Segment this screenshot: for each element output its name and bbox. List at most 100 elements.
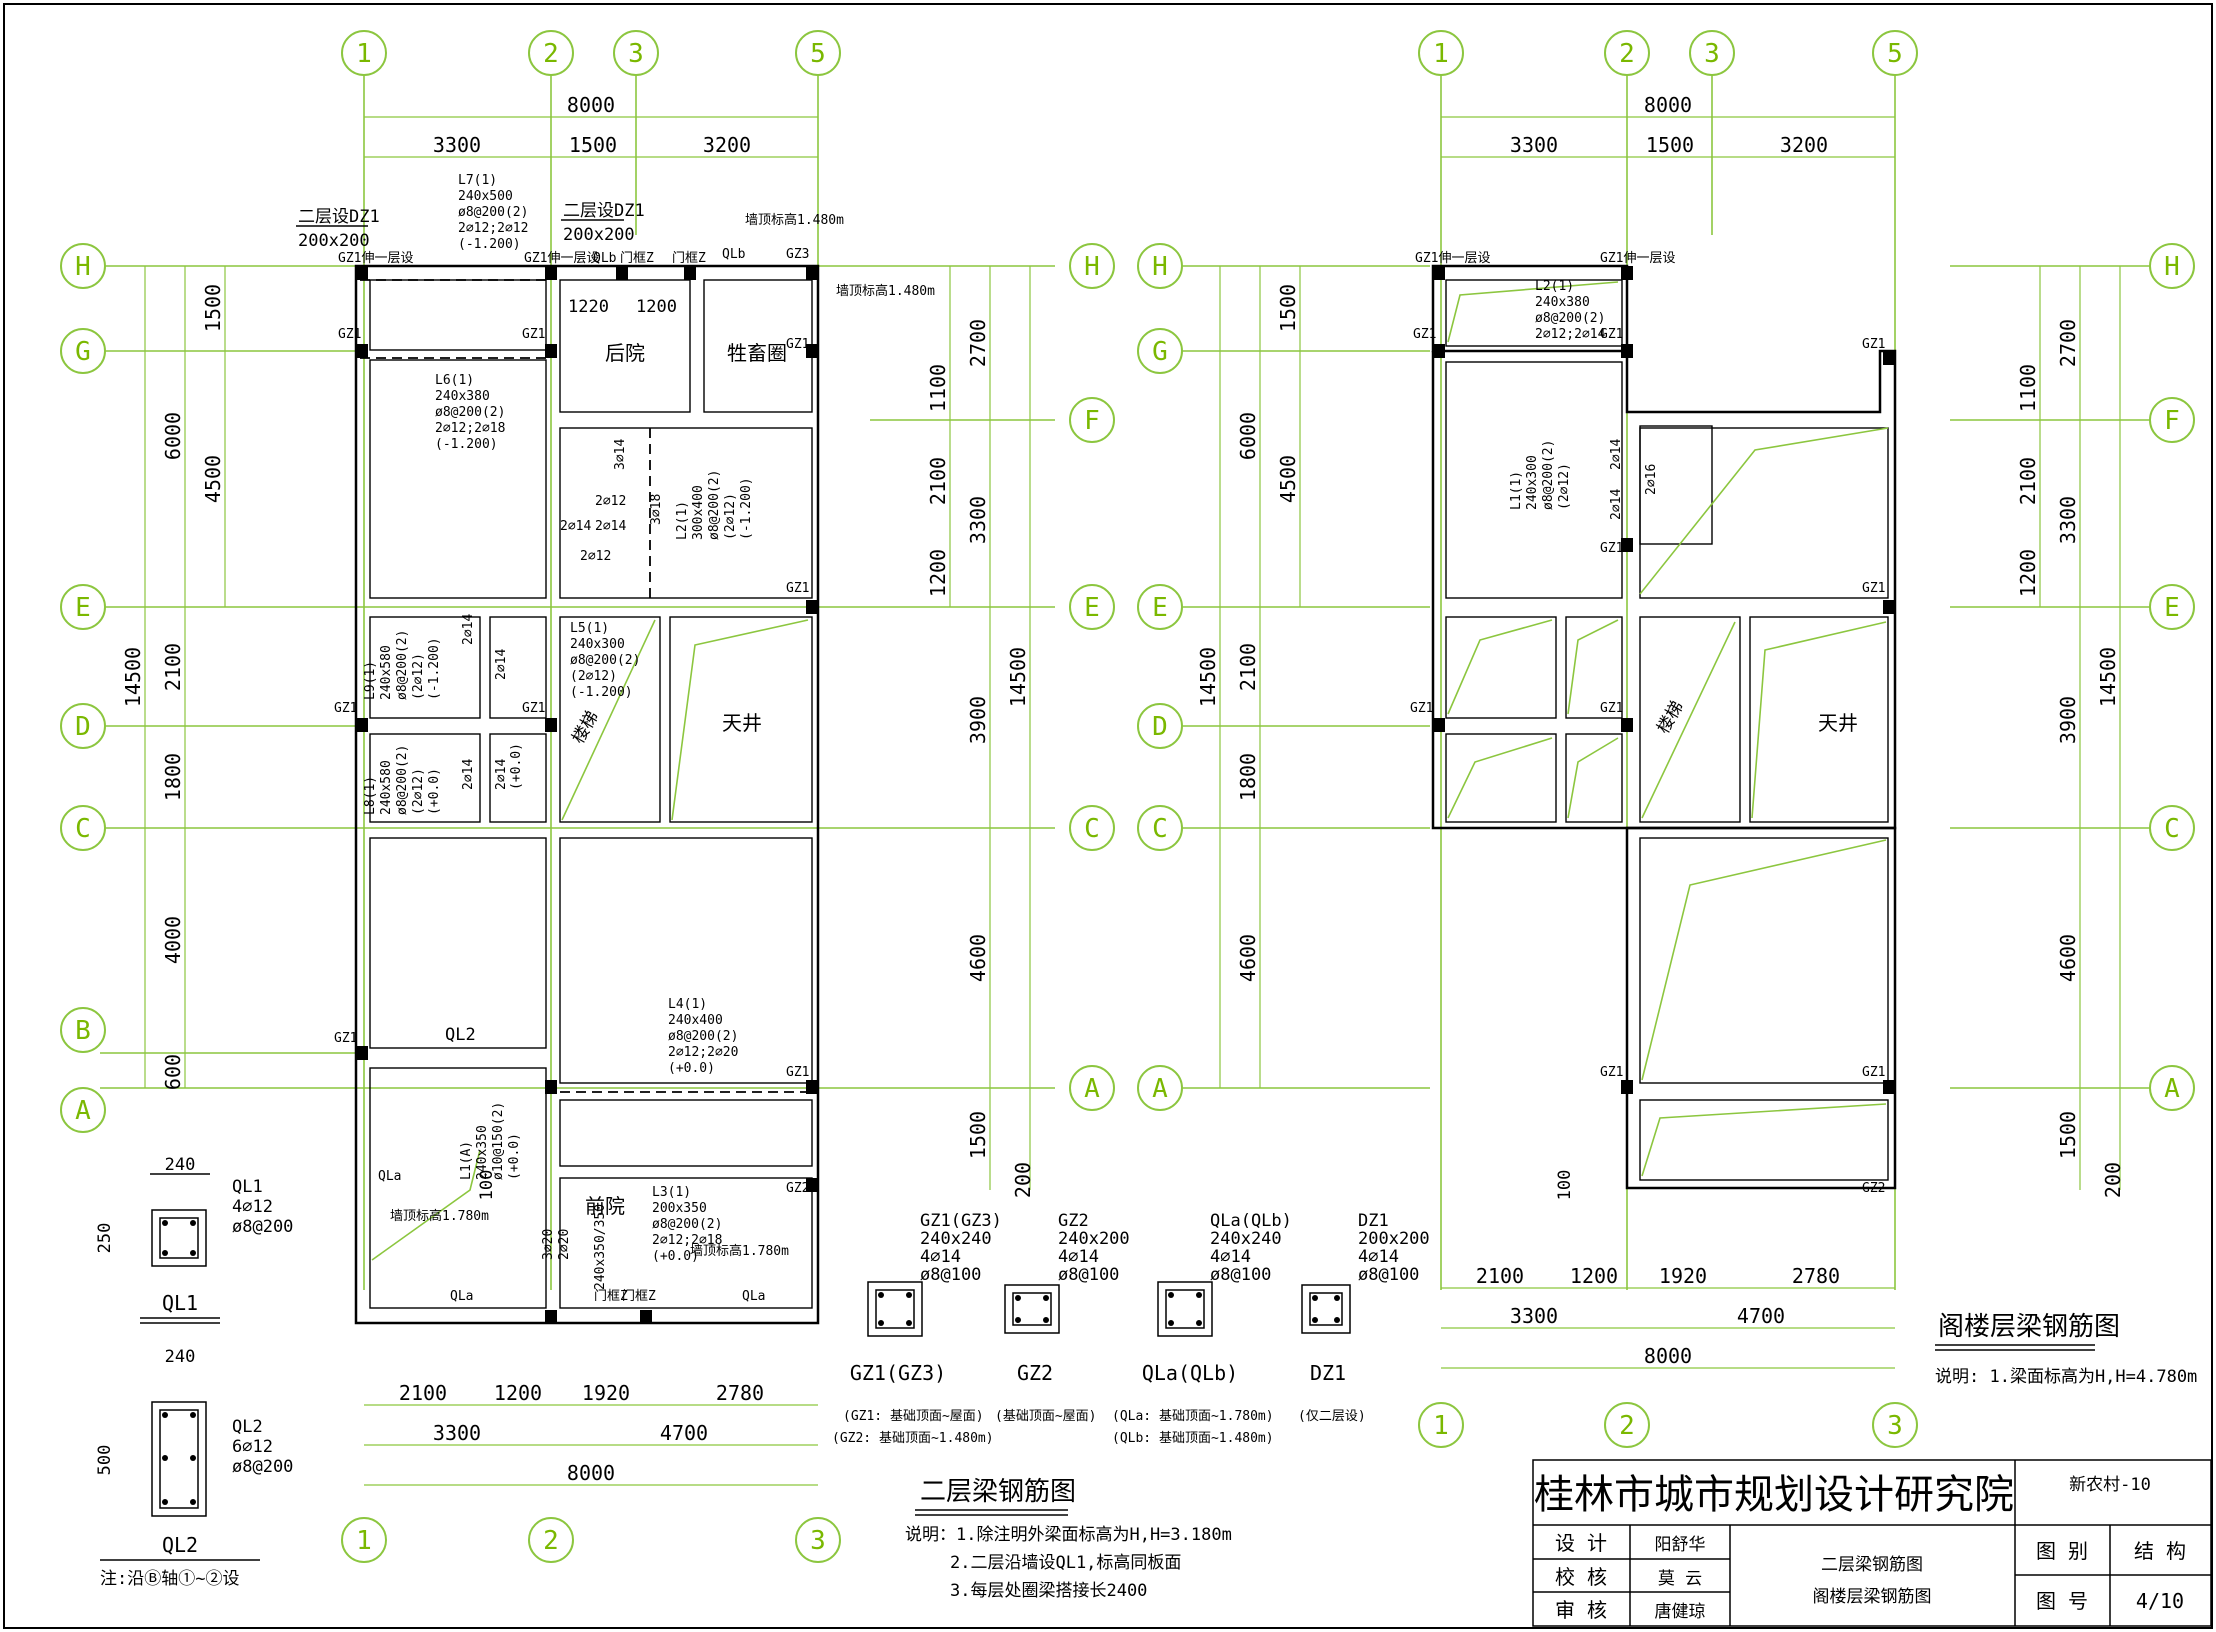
p2-dim-top-1500: 1500 bbox=[1646, 133, 1694, 157]
p2-dim-right-3300: 3300 bbox=[2056, 496, 2080, 544]
beam-l5: L5(1) 240x300 ø8@200(2) (2⌀12) (-1.200) bbox=[570, 621, 640, 700]
name-design: 阳舒华 bbox=[1655, 1535, 1706, 1555]
p2-axis-bubble-1: 1 bbox=[1433, 39, 1449, 69]
svg-text:(2⌀12): (2⌀12) bbox=[723, 493, 738, 540]
svg-text:240x400: 240x400 bbox=[668, 1013, 723, 1028]
dim-right-200: 200 bbox=[1011, 1162, 1035, 1198]
menkz-top: 门框Z bbox=[620, 251, 654, 266]
dim-left-2100: 2100 bbox=[161, 643, 185, 691]
axis-bubble-C: C bbox=[75, 814, 91, 844]
plan1-note-3: 3.每层处圈梁搭接长2400 bbox=[950, 1581, 1147, 1601]
qla-section-note2: (QLb: 基础顶面~1.480m) bbox=[1112, 1431, 1274, 1446]
sheet-border bbox=[3, 3, 2213, 1629]
dim-bot-3300: 3300 bbox=[433, 1421, 481, 1445]
ql1-caption: QL1 bbox=[162, 1291, 198, 1315]
ql1-bars: 4⌀12 bbox=[232, 1197, 273, 1217]
dz1-section-note: (仅二层设) bbox=[1298, 1409, 1366, 1424]
svg-text:240x300: 240x300 bbox=[570, 637, 625, 652]
qla-section-caption: QLa(QLb) bbox=[1142, 1361, 1238, 1385]
institute-name: 桂林市城市规划设计研究院 bbox=[1534, 1472, 2014, 1518]
p2-axis-bubble-2-bottom: 2 bbox=[1619, 1411, 1635, 1441]
axis-bubble-5: 5 bbox=[810, 39, 826, 69]
gz1-section-caption: GZ1(GZ3) bbox=[850, 1361, 946, 1385]
ql2-stir: ø8@200 bbox=[232, 1457, 293, 1477]
gz1-section-bars: 4⌀14 bbox=[920, 1247, 961, 1267]
p2-axis-bubble-2: 2 bbox=[1619, 39, 1635, 69]
role-check: 校 核 bbox=[1555, 1565, 1607, 1589]
qla-section-bars: 4⌀14 bbox=[1210, 1247, 1251, 1267]
wall-top-1480-a: 墙顶标高1.480m bbox=[745, 212, 844, 228]
p2-dim-bot-1920: 1920 bbox=[1659, 1264, 1707, 1288]
gz1-tag: GZ1 bbox=[786, 337, 809, 352]
gz1-tag: GZ1 bbox=[522, 701, 545, 716]
gz1-section-note1: (GZ1: 基础顶面~屋面) bbox=[843, 1409, 984, 1424]
svg-text:2⌀12;2⌀12: 2⌀12;2⌀12 bbox=[458, 221, 528, 236]
gz3-label: GZ3 bbox=[786, 247, 809, 262]
ql2-bars: 6⌀12 bbox=[232, 1437, 273, 1457]
p2-gz1-tag: GZ1 bbox=[1600, 327, 1623, 342]
dim-bot-1200: 1200 bbox=[494, 1381, 542, 1405]
plan1-note-1: 说明：1.除注明外梁面标高为H,H=3.180m bbox=[905, 1525, 1232, 1545]
svg-text:L6(1): L6(1) bbox=[435, 373, 474, 388]
qla-section-note1: (QLa: 基础顶面~1.780m) bbox=[1112, 1409, 1274, 1424]
svg-text:2⌀12;2⌀20: 2⌀12;2⌀20 bbox=[668, 1045, 738, 1060]
bar-2-20: 2⌀20 bbox=[557, 1229, 572, 1260]
dim-right-2700: 2700 bbox=[966, 319, 990, 367]
dim-top-total: 8000 bbox=[567, 93, 615, 117]
p2-dim-right-1100: 1100 bbox=[2016, 364, 2040, 412]
title-block: 桂林市城市规划设计研究院 新农村-10 设 计 校 核 审 核 阳舒华 莫 云 … bbox=[1532, 1459, 2212, 1627]
svg-text:(-1.200): (-1.200) bbox=[570, 685, 633, 700]
room-stair: 楼梯 bbox=[569, 708, 603, 747]
dim-right-3900: 3900 bbox=[966, 696, 990, 744]
svg-text:L4(1): L4(1) bbox=[668, 997, 707, 1012]
p2-dim-right-2100: 2100 bbox=[2016, 457, 2040, 505]
p2-dim-right-total: 14500 bbox=[2096, 647, 2120, 707]
p2-gz1-top-1: GZ1伸一层设 bbox=[1415, 251, 1490, 266]
gz1-section-name: GZ1(GZ3) bbox=[920, 1211, 1002, 1231]
outer-wall bbox=[354, 264, 820, 1325]
p2-axis-bubble-1-bottom: 1 bbox=[1433, 1411, 1449, 1441]
p2-gz2-tag: GZ2 bbox=[1862, 1181, 1885, 1196]
beam-l4: L4(1) 240x400 ø8@200(2) 2⌀12;2⌀20 (+0.0) bbox=[668, 997, 738, 1076]
svg-text:ø8@200(2): ø8@200(2) bbox=[570, 653, 640, 668]
role-design: 设 计 bbox=[1555, 1531, 1607, 1555]
sheet-title-1: 二层梁钢筋图 bbox=[1821, 1555, 1923, 1575]
svg-text:(+0.0): (+0.0) bbox=[427, 768, 442, 815]
p2-dim-left-total: 14500 bbox=[1196, 647, 1220, 707]
bar-2-14: 2⌀14 bbox=[494, 759, 509, 790]
axis-bubble-A: A bbox=[75, 1096, 91, 1126]
dim-right-3300: 3300 bbox=[966, 496, 990, 544]
beam-l1: L1(A) 240x350 ø10@150(2) (+0.0) bbox=[459, 1102, 522, 1180]
dz1-label-b: 二层设DZ1 bbox=[563, 201, 645, 221]
p2-axis-bubble-G: G bbox=[1152, 337, 1168, 367]
svg-text:240x350: 240x350 bbox=[475, 1125, 490, 1180]
axis-bubble-1: 1 bbox=[356, 39, 372, 69]
svg-text:ø8@200(2): ø8@200(2) bbox=[652, 1217, 722, 1232]
value-category: 结 构 bbox=[2134, 1539, 2186, 1563]
ql1-height: 250 bbox=[95, 1223, 115, 1254]
menkz-top-2: 门框Z bbox=[672, 251, 706, 266]
dim-left-4000: 4000 bbox=[161, 916, 185, 964]
dz1-label-a: 二层设DZ1 bbox=[298, 207, 380, 227]
bar-3-14: 3⌀14 bbox=[613, 439, 628, 470]
svg-text:ø8@200(2): ø8@200(2) bbox=[435, 405, 505, 420]
dim-right-1200: 1200 bbox=[926, 549, 950, 597]
dim-left-total: 14500 bbox=[121, 647, 145, 707]
axis-bubble-E-right: E bbox=[1084, 593, 1100, 623]
axis-bubble-1-bottom: 1 bbox=[356, 1526, 372, 1556]
beam-l6: L6(1) 240x380 ø8@200(2) 2⌀12;2⌀18 (-1.20… bbox=[435, 373, 505, 452]
gz2-section-note: (基础顶面~屋面) bbox=[995, 1409, 1096, 1424]
svg-text:ø8@200(2): ø8@200(2) bbox=[395, 745, 410, 815]
bar-2-14-b: 2⌀14 bbox=[560, 519, 591, 534]
bar-2-14: 2⌀14 bbox=[494, 649, 509, 680]
axis-bubble-H: H bbox=[75, 252, 91, 282]
name-review: 唐健琼 bbox=[1655, 1601, 1706, 1622]
svg-text:240x380: 240x380 bbox=[435, 389, 490, 404]
svg-text:(+0.0): (+0.0) bbox=[668, 1061, 715, 1076]
value-00: (+0.0) bbox=[509, 743, 524, 790]
menkz-bottom: 门框Z bbox=[594, 1289, 628, 1304]
p2-dim-left-2100: 2100 bbox=[1236, 643, 1260, 691]
p2-axis-bubble-C-right: C bbox=[2164, 814, 2180, 844]
wall-top-1780-a: 墙顶标高1.780m bbox=[390, 1208, 489, 1224]
